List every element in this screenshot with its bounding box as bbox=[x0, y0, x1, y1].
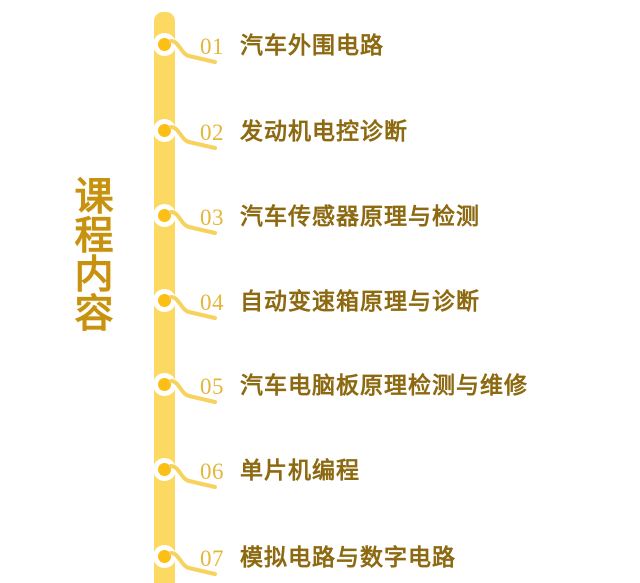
timeline-node-icon bbox=[153, 458, 176, 481]
timeline-item-number: 01 bbox=[200, 34, 224, 59]
timeline-item-number: 02 bbox=[200, 120, 224, 145]
timeline-node-icon bbox=[153, 545, 176, 568]
timeline-item-03[interactable]: 03 汽车传感器原理与检测 bbox=[0, 188, 640, 240]
timeline-item-label: 汽车传感器原理与检测 bbox=[240, 204, 480, 230]
timeline-node-icon bbox=[153, 373, 176, 396]
timeline-item-number: 05 bbox=[200, 374, 224, 399]
timeline-item-label: 发动机电控诊断 bbox=[240, 119, 408, 145]
timeline-item-number: 03 bbox=[200, 205, 224, 230]
page-title-char-3: 内 bbox=[74, 253, 114, 298]
timeline-item-label: 模拟电路与数字电路 bbox=[240, 545, 456, 571]
timeline-item-05[interactable]: 05 汽车电脑板原理检测与维修 bbox=[0, 357, 640, 409]
timeline-node-icon bbox=[153, 204, 176, 227]
timeline-item-02[interactable]: 02 发动机电控诊断 bbox=[0, 103, 640, 155]
timeline-item-01[interactable]: 01 汽车外围电路 bbox=[0, 17, 640, 69]
timeline-node-icon bbox=[153, 289, 176, 312]
timeline-item-label: 单片机编程 bbox=[240, 458, 360, 484]
timeline-item-label: 自动变速箱原理与诊断 bbox=[240, 289, 480, 315]
timeline-item-number: 07 bbox=[200, 546, 224, 571]
page-title-char-2: 程 bbox=[74, 214, 114, 259]
timeline-item-07[interactable]: 07 模拟电路与数字电路 bbox=[0, 529, 640, 581]
page-title-char-1: 课 bbox=[74, 175, 114, 220]
timeline-item-label: 汽车电脑板原理检测与维修 bbox=[240, 373, 528, 399]
timeline-item-number: 06 bbox=[200, 459, 224, 484]
timeline-node-icon bbox=[153, 33, 176, 56]
timeline-item-number: 04 bbox=[200, 290, 224, 315]
timeline-item-04[interactable]: 04 自动变速箱原理与诊断 bbox=[0, 273, 640, 325]
page-title-char-4: 容 bbox=[74, 292, 114, 337]
timeline-item-06[interactable]: 06 单片机编程 bbox=[0, 442, 640, 494]
timeline-node-icon bbox=[153, 119, 176, 142]
timeline-item-label: 汽车外围电路 bbox=[240, 33, 384, 59]
page-title: 课 程 内 容 bbox=[66, 178, 122, 334]
